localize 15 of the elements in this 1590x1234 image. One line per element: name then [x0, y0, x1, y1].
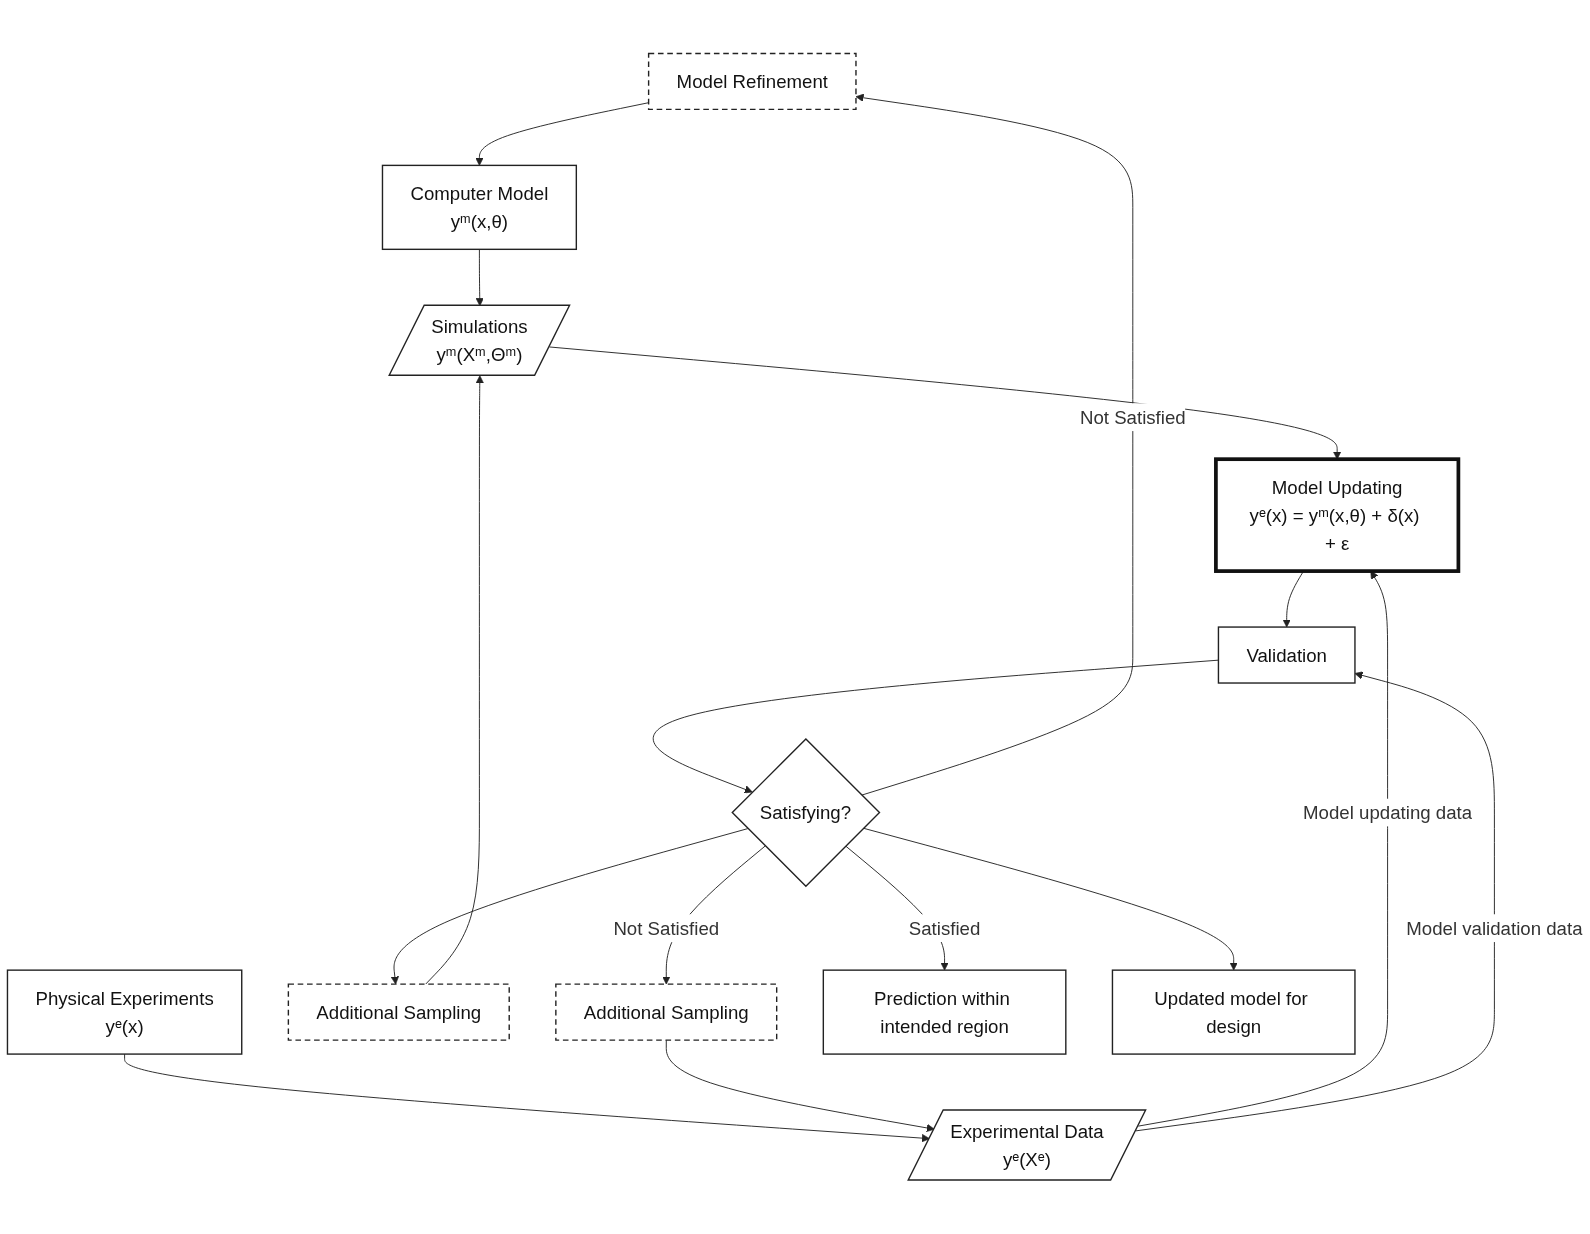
- node-box: Model Updating yᵉ(x) = yᵐ(x,θ) + δ(x) + ε: [1214, 457, 1461, 574]
- node-box: Computer Model yᵐ(x,θ): [381, 164, 578, 251]
- node-box: Additional Sampling: [555, 983, 778, 1042]
- node-box: Model Refinement: [647, 53, 857, 111]
- edge-label: Not Satisfied: [1079, 407, 1186, 428]
- node-box: Updated model for design: [1111, 969, 1356, 1056]
- node-box: Additional Sampling: [287, 983, 510, 1042]
- edge-label: Model updating data: [1303, 802, 1473, 824]
- node-box: Physical Experiments yᵉ(x): [6, 969, 243, 1056]
- edge-label: Not Satisfied: [613, 918, 720, 939]
- node-box: Prediction within intended region: [822, 969, 1067, 1056]
- node-diamond: Satisfying?: [731, 738, 881, 888]
- node-box: Validation: [1217, 626, 1356, 684]
- edge-label: Satisfied: [908, 918, 981, 939]
- edge-label: Model validation data: [1406, 918, 1583, 939]
